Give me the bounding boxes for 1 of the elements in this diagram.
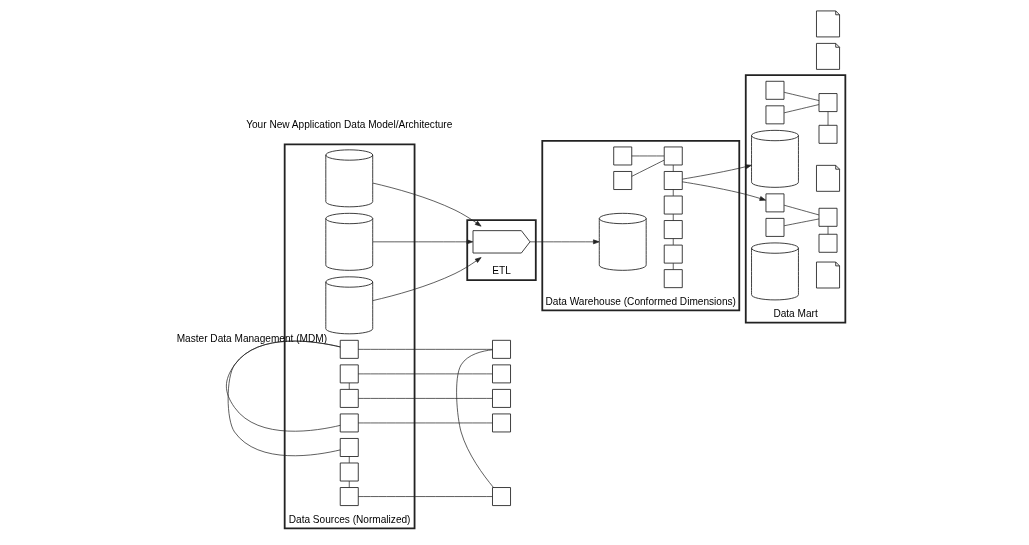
label: Your New Application Data Model/Architecture [246,119,453,131]
